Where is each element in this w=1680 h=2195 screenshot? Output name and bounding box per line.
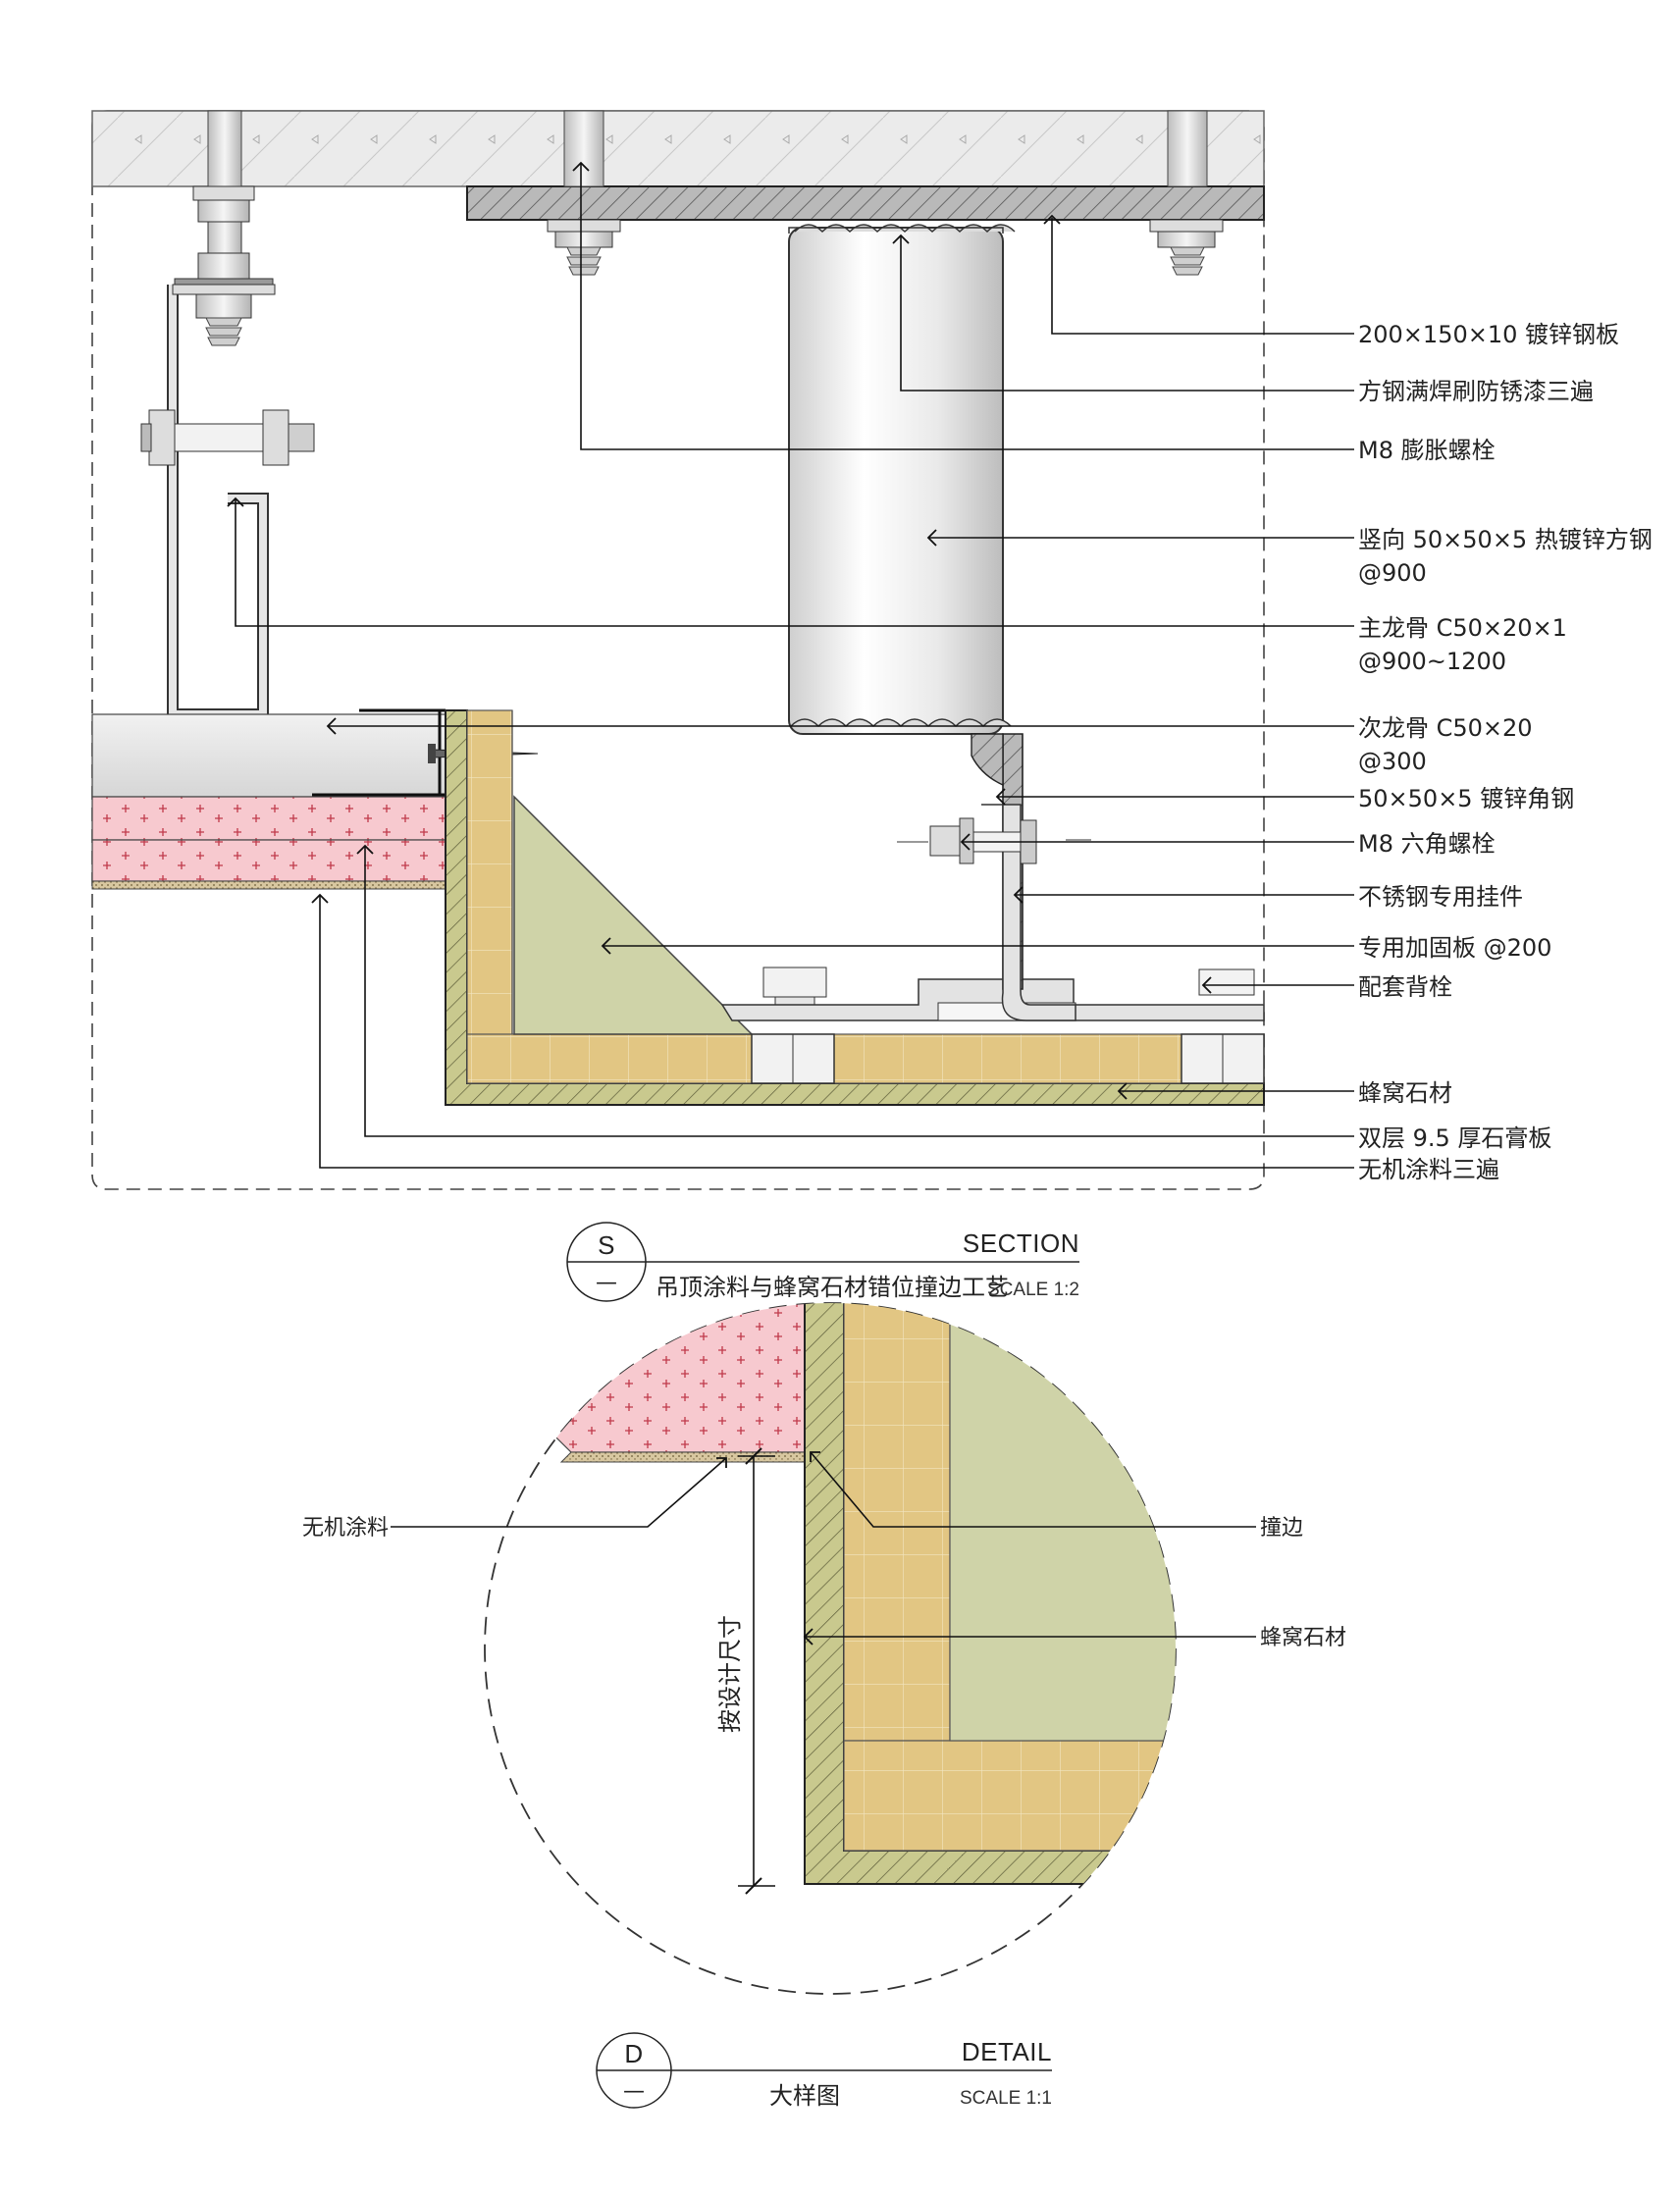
detail-name: 大样图 <box>769 2082 840 2110</box>
label-hex-bolt: M8 六角螺栓 <box>1358 830 1496 858</box>
label-secondary-keel: 次龙骨 C50×20 <box>1358 714 1533 742</box>
label-gypsum-board: 双层 9.5 厚石膏板 <box>1358 1124 1551 1152</box>
detail-leaders <box>391 1451 1256 1646</box>
square-steel-tube <box>788 224 1016 735</box>
section-symbol-sub: — <box>596 1271 617 1295</box>
concrete-slab <box>91 110 1265 187</box>
label-expansion-bolt: M8 膨胀螺栓 <box>1358 437 1496 464</box>
section-labels: 200×150×10 镀锌钢板 方钢满焊刷防锈漆三遍 M8 膨胀螺栓 竖向 50… <box>1358 321 1653 1183</box>
label-stainless-hanger: 不锈钢专用挂件 <box>1358 883 1523 911</box>
detail-symbol-sub: — <box>623 2079 645 2104</box>
label-angle-steel: 50×50×5 镀锌角钢 <box>1358 785 1574 812</box>
label-reinforcement-plate: 专用加固板 @200 <box>1358 934 1551 962</box>
hex-bolt <box>897 817 1091 864</box>
label-detail-coating: 无机涂料 <box>302 1516 389 1541</box>
detail-drawing: 按设计尺寸 无机涂料 撞边 蜂窝石材 D — DETAIL 大样图 SCALE … <box>302 1302 1346 2110</box>
label-detail-stone: 蜂窝石材 <box>1260 1626 1346 1650</box>
label-back-bolt: 配套背栓 <box>1358 973 1452 1001</box>
coating-layer <box>91 880 446 890</box>
section-heading: SECTION <box>963 1228 1079 1258</box>
gypsum-board-layer-2 <box>91 839 446 882</box>
label-honeycomb-stone: 蜂窝石材 <box>1358 1079 1452 1107</box>
honeycomb-stone <box>445 709 1265 1106</box>
expansion-bolt-middle <box>547 110 621 276</box>
label-weld: 方钢满焊刷防锈漆三遍 <box>1358 378 1594 405</box>
gypsum-board-layer-1 <box>91 796 446 841</box>
label-design-dimension: 按设计尺寸 <box>716 1615 744 1733</box>
expansion-bolt-right <box>1149 110 1224 276</box>
secondary-keel <box>91 713 446 798</box>
back-bolt-right <box>1181 968 1265 1084</box>
label-main-keel-spacing: @900~1200 <box>1358 648 1506 675</box>
label-main-keel: 主龙骨 C50×20×1 <box>1358 614 1567 642</box>
detail-dimension: 按设计尺寸 <box>716 1447 775 1895</box>
back-bolt-left <box>751 967 835 1084</box>
section-name: 吊顶涂料与蜂窝石材错位撞边工艺 <box>656 1274 1009 1301</box>
detail-heading: DETAIL <box>962 2037 1052 2066</box>
label-secondary-keel-spacing: @300 <box>1358 748 1427 775</box>
main-keel-hanger <box>140 284 315 720</box>
label-detail-edge: 撞边 <box>1260 1516 1303 1541</box>
section-title-block: S — SECTION 吊顶涂料与蜂窝石材错位撞边工艺 SCALE 1:2 <box>566 1222 1079 1302</box>
label-inorganic-coating: 无机涂料三遍 <box>1358 1156 1499 1183</box>
expansion-bolt-left <box>174 110 274 286</box>
section-leaders <box>227 161 1354 1169</box>
section-scale: SCALE 1:2 <box>987 1280 1079 1300</box>
section-drawing: 200×150×10 镀锌钢板 方钢满焊刷防锈漆三遍 M8 膨胀螺栓 竖向 50… <box>91 110 1653 1302</box>
section-symbol: S <box>598 1230 615 1260</box>
label-square-tube: 竖向 50×50×5 热镀锌方钢 <box>1358 526 1653 553</box>
detail-symbol: D <box>624 2039 643 2068</box>
label-square-tube-spacing: @900 <box>1358 559 1427 587</box>
detail-title-block: D — DETAIL 大样图 SCALE 1:1 <box>596 2032 1052 2110</box>
detail-scale: SCALE 1:1 <box>960 2088 1052 2109</box>
steel-plate <box>466 185 1265 221</box>
label-steel-plate: 200×150×10 镀锌钢板 <box>1358 321 1619 348</box>
